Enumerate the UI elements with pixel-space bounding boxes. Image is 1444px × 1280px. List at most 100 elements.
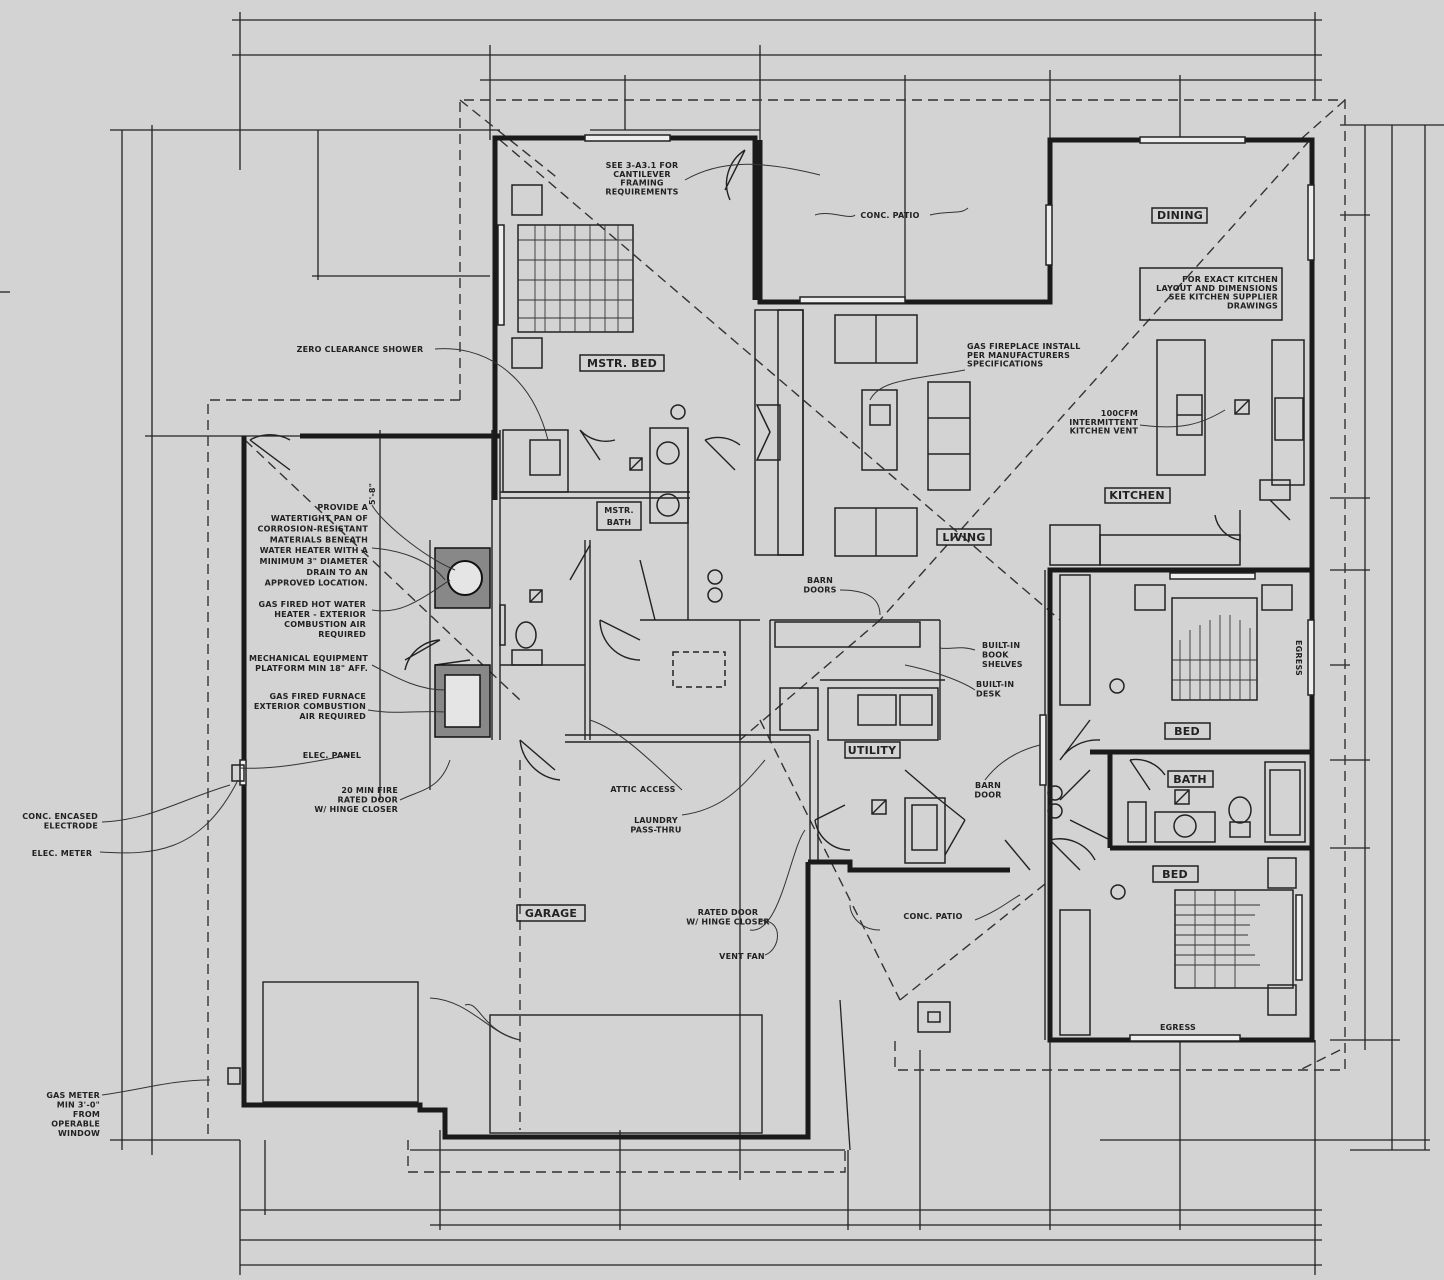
room-label-living: LIVING bbox=[942, 531, 985, 544]
note-laundry-line: PASS-THRU bbox=[630, 826, 681, 835]
label-box bbox=[516, 904, 586, 922]
note-laundry-line: LAUNDRY bbox=[634, 816, 678, 825]
note-kitchen-vent-line: 100CFM bbox=[1101, 409, 1138, 418]
note-hot-water-line: GAS FIRED HOT WATER bbox=[259, 600, 366, 609]
note-water-heater-pan-line: WATERTIGHT PAN OF bbox=[271, 514, 368, 523]
note-furnace-line: AIR REQUIRED bbox=[299, 712, 366, 721]
note-rated-door-line: W/ HINGE CLOSER bbox=[686, 918, 770, 927]
note-water-heater-pan-line: CORROSION-RESISTANT bbox=[258, 525, 369, 534]
note-barn-door-line: BARN bbox=[975, 781, 1001, 790]
note-hot-water-line: HEATER - EXTERIOR bbox=[274, 610, 366, 619]
label-box bbox=[1152, 865, 1199, 883]
windows bbox=[239, 134, 1315, 1042]
note-barn-doors-line: DOORS bbox=[803, 586, 836, 595]
note-shower: ZERO CLEARANCE SHOWER bbox=[297, 345, 424, 354]
note-book-shelves-line: BOOK bbox=[982, 651, 1009, 660]
label-box bbox=[1164, 722, 1211, 740]
room-label-garage: GARAGE bbox=[525, 907, 577, 920]
fixtures bbox=[227, 184, 1306, 1134]
note-mech-platform-line: MECHANICAL EQUIPMENT bbox=[249, 654, 368, 663]
note-fire-door-line: W/ HINGE CLOSER bbox=[314, 805, 398, 814]
note-gas-meter-line: FROM bbox=[73, 1110, 100, 1119]
note-furnace-line: EXTERIOR COMBUSTION bbox=[254, 702, 366, 711]
dimension-tag: 5'-8" bbox=[368, 483, 377, 505]
room-label-master-bath: MSTR. bbox=[604, 506, 634, 515]
master-bed-furniture bbox=[517, 224, 634, 333]
label-box bbox=[936, 528, 992, 546]
label-box bbox=[596, 501, 642, 531]
note-conc-patio-bottom: CONC. PATIO bbox=[903, 912, 962, 921]
walls bbox=[241, 135, 1315, 1140]
doors bbox=[249, 149, 1291, 871]
note-water-heater-pan-line: MINIMUM 3" DIAMETER bbox=[260, 557, 368, 566]
label-box bbox=[1167, 770, 1214, 788]
note-book-shelves-line: BUILT-IN bbox=[982, 641, 1020, 650]
note-gas-meter-line: MIN 3'-0" bbox=[57, 1101, 100, 1110]
dimension-lines bbox=[0, 12, 1444, 1275]
note-kitchen-vent-line: KITCHEN VENT bbox=[1070, 427, 1139, 436]
label-box bbox=[1151, 207, 1208, 224]
note-kitchen-vent-line: INTERMITTENT bbox=[1069, 418, 1138, 427]
note-vent-fan: VENT FAN bbox=[719, 952, 765, 961]
note-barn-doors-line: BARN bbox=[807, 576, 833, 585]
note-water-heater-pan-line: PROVIDE A bbox=[317, 503, 368, 512]
room-labels: MSTR. BED MSTR. BATH DINING KITCHEN LIVI… bbox=[516, 207, 1214, 922]
nightstand bbox=[511, 184, 543, 216]
note-cantilever-line: REQUIREMENTS bbox=[605, 187, 678, 196]
note-cantilever-line: SEE 3-A3.1 FOR bbox=[606, 161, 679, 170]
note-fire-door-line: 20 MIN FIRE bbox=[341, 786, 398, 795]
label-box bbox=[579, 354, 665, 372]
note-fire-door-line: RATED DOOR bbox=[338, 796, 398, 805]
note-water-heater-pan-line: APPROVED LOCATION. bbox=[265, 579, 368, 588]
note-water-heater-pan-line: WATER HEATER WITH A bbox=[260, 546, 369, 555]
label-box bbox=[844, 741, 901, 759]
room-label-master-bed: MSTR. BED bbox=[587, 357, 657, 370]
room-label-kitchen: KITCHEN bbox=[1109, 489, 1165, 502]
note-gas-meter-line: OPERABLE bbox=[51, 1120, 100, 1129]
room-label-bath: BATH bbox=[1173, 773, 1207, 786]
note-elec-meter: ELEC. METER bbox=[32, 849, 92, 858]
note-mech-platform-line: PLATFORM MIN 18" AFF. bbox=[255, 664, 368, 673]
note-cantilever-line: CANTILEVER bbox=[613, 170, 671, 179]
note-egress-side: EGRESS bbox=[1294, 640, 1303, 676]
nightstand bbox=[511, 337, 543, 369]
note-kitchen-supplier-line: SEE KITCHEN SUPPLIER bbox=[1169, 293, 1278, 302]
single-notes: CONC. PATIO ZERO CLEARANCE SHOWER ELEC. … bbox=[32, 211, 1303, 1032]
note-book-shelves-line: SHELVES bbox=[982, 660, 1023, 669]
smoke-detectors bbox=[670, 404, 1126, 900]
note-elec-panel: ELEC. PANEL bbox=[303, 751, 362, 760]
note-built-in-desk-line: DESK bbox=[976, 690, 1001, 699]
room-label-bed-1: BED bbox=[1174, 725, 1200, 738]
leader-lines bbox=[99, 163, 1226, 1096]
note-built-in-desk-line: BUILT-IN bbox=[976, 680, 1014, 689]
note-electrode-line: ELECTRODE bbox=[44, 822, 98, 831]
room-label-utility: UTILITY bbox=[848, 744, 897, 757]
note-hot-water-line: COMBUSTION AIR bbox=[284, 620, 366, 629]
room-label-dining: DINING bbox=[1157, 209, 1203, 222]
note-attic-access: ATTIC ACCESS bbox=[610, 785, 675, 794]
note-electrode-line: CONC. ENCASED bbox=[22, 812, 98, 821]
note-fireplace-line: PER MANUFACTURERS bbox=[967, 351, 1070, 360]
room-label-master-bath-line2: BATH bbox=[607, 518, 632, 527]
note-hot-water-line: REQUIRED bbox=[318, 630, 366, 639]
note-water-heater-pan-line: DRAIN TO AN bbox=[306, 568, 368, 577]
label-box bbox=[1104, 487, 1171, 504]
note-fireplace-line: GAS FIREPLACE INSTALL bbox=[967, 342, 1081, 351]
note-gas-meter-line: GAS METER bbox=[46, 1091, 100, 1100]
note-fireplace-line: SPECIFICATIONS bbox=[967, 360, 1043, 369]
note-barn-door-line: DOOR bbox=[974, 791, 1001, 800]
note-rated-door-line: RATED DOOR bbox=[698, 908, 758, 917]
note-gas-meter-line: WINDOW bbox=[58, 1129, 100, 1138]
note-conc-patio-top: CONC. PATIO bbox=[860, 211, 919, 220]
note-kitchen-supplier-line: FOR EXACT KITCHEN bbox=[1182, 275, 1278, 284]
note-egress-bottom: EGRESS bbox=[1160, 1023, 1196, 1032]
annotation-notes: SEE 3-A3.1 FORCANTILEVERFRAMINGREQUIREME… bbox=[22, 161, 1278, 1138]
note-water-heater-pan-line: MATERIALS BENEATH bbox=[270, 535, 368, 544]
note-furnace-line: GAS FIRED FURNACE bbox=[269, 692, 366, 701]
roof-overhang-lines bbox=[207, 99, 1346, 1173]
note-kitchen-supplier-line: LAYOUT AND DIMENSIONS bbox=[1156, 284, 1278, 293]
note-cantilever-line: FRAMING bbox=[620, 179, 663, 188]
note-kitchen-supplier-line: DRAWINGS bbox=[1227, 301, 1278, 310]
room-label-bed-2: BED bbox=[1162, 868, 1188, 881]
